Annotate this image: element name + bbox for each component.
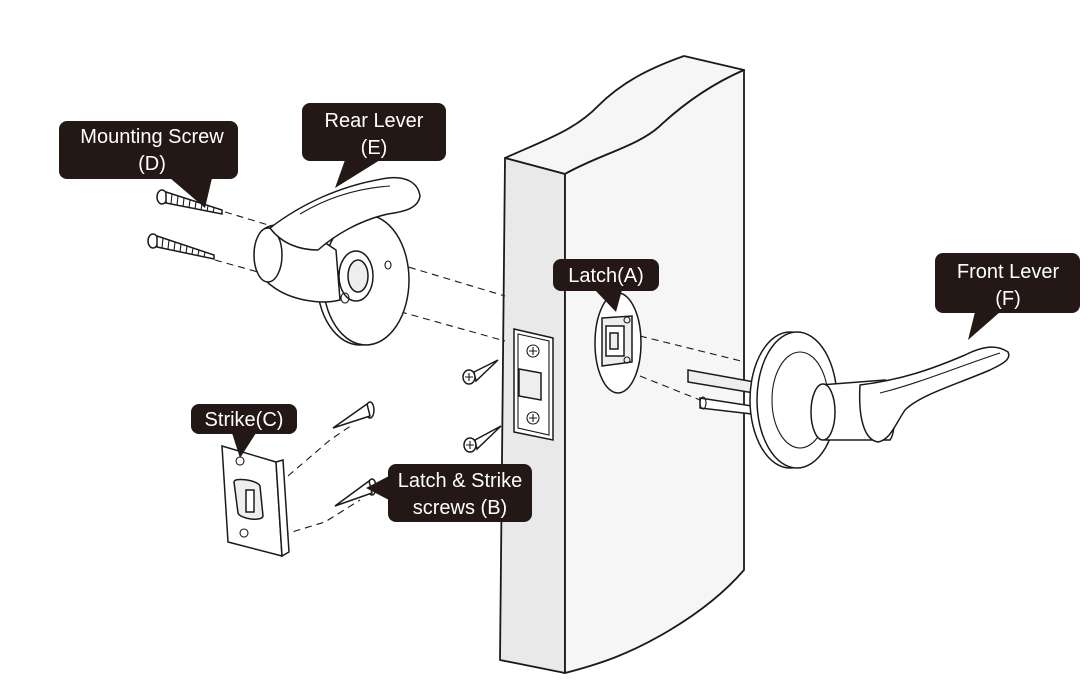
callout-rear-lever-line1: Rear Lever bbox=[325, 110, 424, 132]
mounting-screw-icon bbox=[147, 189, 223, 260]
callout-latch-line1: Latch(A) bbox=[568, 265, 644, 287]
callout-rear-lever-line2: (E) bbox=[361, 137, 388, 159]
strike-screw-lower bbox=[334, 478, 377, 507]
strike-screw-upper bbox=[332, 401, 375, 429]
callout-latch-strike-screws-line2: screws (B) bbox=[413, 497, 507, 519]
callout-latch: Latch(A) bbox=[553, 259, 659, 312]
callout-mounting-screw-line1: Mounting Screw bbox=[80, 126, 224, 148]
callout-mounting-screw: Mounting Screw (D) bbox=[59, 121, 238, 208]
front-lever-icon bbox=[687, 331, 1010, 469]
mounting-screw-upper bbox=[156, 189, 223, 215]
callout-strike: Strike(C) bbox=[191, 404, 297, 458]
latch-icon bbox=[594, 292, 642, 394]
callout-front-lever-line2: (F) bbox=[995, 288, 1021, 310]
rear-lever-icon bbox=[253, 176, 421, 346]
callout-front-lever-line1: Front Lever bbox=[957, 261, 1060, 283]
callout-latch-strike-screws: Latch & Strike screws (B) bbox=[366, 464, 532, 522]
mounting-screw-lower bbox=[147, 233, 215, 260]
callout-front-lever: Front Lever (F) bbox=[935, 253, 1080, 340]
latch-screw-lower bbox=[463, 425, 502, 453]
door-icon bbox=[499, 55, 745, 674]
strike-plate-icon bbox=[221, 444, 290, 558]
callout-latch-strike-screws-line1: Latch & Strike bbox=[398, 470, 523, 492]
callout-strike-line1: Strike(C) bbox=[205, 409, 284, 431]
callout-mounting-screw-line2: (D) bbox=[138, 153, 166, 175]
latch-screw-upper bbox=[462, 359, 499, 385]
callout-rear-lever: Rear Lever (E) bbox=[302, 103, 446, 188]
latch-faceplate bbox=[513, 328, 554, 441]
